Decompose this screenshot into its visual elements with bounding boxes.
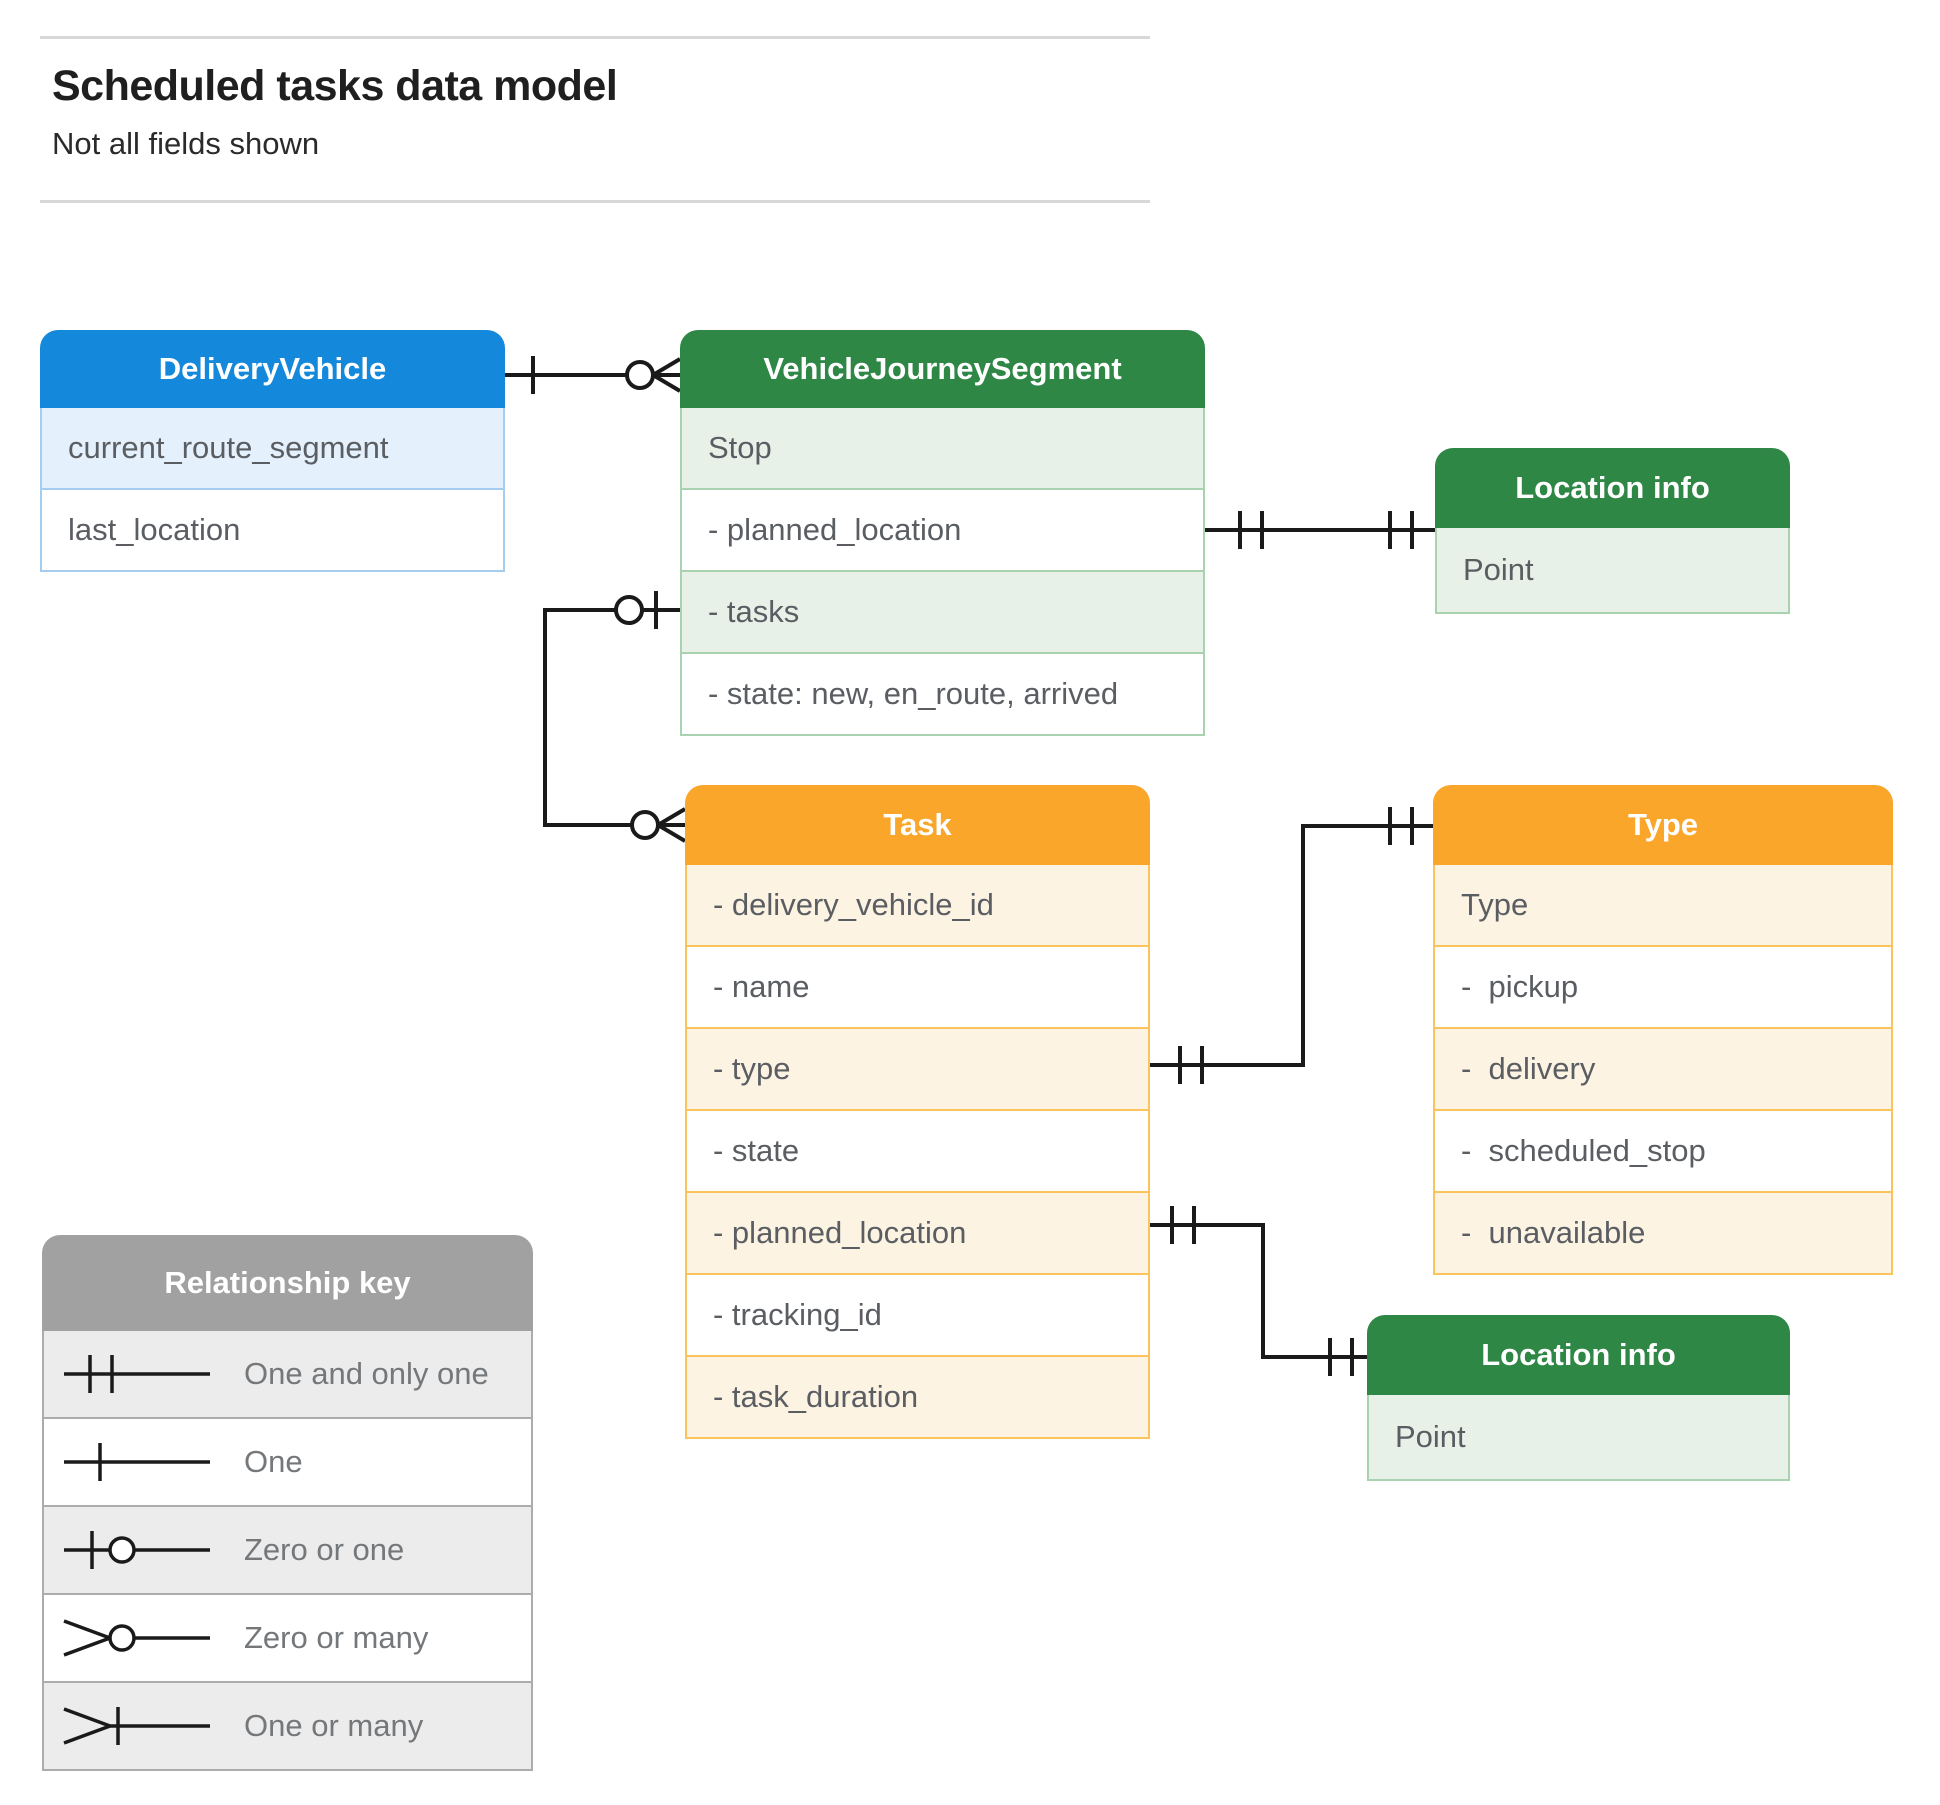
page-title: Scheduled tasks data model bbox=[52, 62, 618, 110]
zero-or-one-icon bbox=[64, 1531, 210, 1569]
legend-label: Zero or one bbox=[244, 1532, 405, 1567]
field-type: - type bbox=[687, 1027, 1148, 1109]
entity-type: Type Type - pickup - delivery - schedule… bbox=[1433, 785, 1893, 1275]
connector-task-locationinfo-bottom bbox=[1150, 1206, 1367, 1376]
connector-deliveryvehicle-vehiclejourneysegment bbox=[505, 356, 682, 394]
entity-location-info-bottom-title: Location info bbox=[1367, 1315, 1790, 1395]
field-current-route-segment: current_route_segment bbox=[42, 408, 503, 488]
separator-line-bottom bbox=[40, 200, 1150, 203]
connector-task-type bbox=[1150, 807, 1433, 1084]
connector-vjs-locationinfo-top bbox=[1205, 511, 1435, 549]
entity-delivery-vehicle: DeliveryVehicle current_route_segment la… bbox=[40, 330, 505, 572]
field-tracking-id: - tracking_id bbox=[687, 1273, 1148, 1355]
field-task-planned-location: - planned_location bbox=[687, 1191, 1148, 1273]
field-pickup: - pickup bbox=[1435, 945, 1891, 1027]
entity-delivery-vehicle-title: DeliveryVehicle bbox=[40, 330, 505, 408]
field-vjs-planned-location: - planned_location bbox=[682, 488, 1203, 570]
entity-location-info-top: Location info Point bbox=[1435, 448, 1790, 614]
legend-row-zero-or-many: Zero or many bbox=[44, 1593, 531, 1681]
one-icon bbox=[64, 1443, 210, 1481]
legend-row-one: One bbox=[44, 1417, 531, 1505]
relationship-key-title: Relationship key bbox=[42, 1235, 533, 1331]
entity-task-title: Task bbox=[685, 785, 1150, 865]
entity-location-info-bottom: Location info Point bbox=[1367, 1315, 1790, 1481]
entity-vehicle-journey-segment-title: VehicleJourneySegment bbox=[680, 330, 1205, 408]
field-point-top: Point bbox=[1437, 528, 1788, 612]
legend-row-zero-or-one: Zero or one bbox=[44, 1505, 531, 1593]
field-task-state: - state bbox=[687, 1109, 1148, 1191]
field-type-header: Type bbox=[1435, 865, 1891, 945]
field-stop: Stop bbox=[682, 408, 1203, 488]
field-point-bottom: Point bbox=[1369, 1395, 1788, 1479]
entity-location-info-top-title: Location info bbox=[1435, 448, 1790, 528]
connector-vjs-task bbox=[543, 591, 687, 843]
legend-row-one-or-many: One or many bbox=[44, 1681, 531, 1769]
legend-row-one-and-only-one: One and only one bbox=[44, 1331, 531, 1417]
legend-label: One bbox=[244, 1444, 303, 1479]
field-tasks: - tasks bbox=[682, 570, 1203, 652]
entity-type-title: Type bbox=[1433, 785, 1893, 865]
one-and-only-one-icon bbox=[64, 1355, 210, 1393]
field-unavailable: - unavailable bbox=[1435, 1191, 1891, 1273]
page-subtitle: Not all fields shown bbox=[52, 126, 320, 161]
legend-label: One and only one bbox=[244, 1356, 489, 1391]
field-name: - name bbox=[687, 945, 1148, 1027]
relationship-key-legend: Relationship key One and only one One Ze… bbox=[42, 1235, 533, 1771]
field-delivery-vehicle-id: - delivery_vehicle_id bbox=[687, 865, 1148, 945]
entity-task: Task - delivery_vehicle_id - name - type… bbox=[685, 785, 1150, 1439]
entity-vehicle-journey-segment: VehicleJourneySegment Stop - planned_loc… bbox=[680, 330, 1205, 736]
field-delivery: - delivery bbox=[1435, 1027, 1891, 1109]
zero-or-many-icon bbox=[63, 1619, 210, 1657]
separator-line-top bbox=[40, 36, 1150, 39]
one-or-many-icon bbox=[63, 1707, 210, 1745]
legend-label: Zero or many bbox=[244, 1620, 429, 1655]
field-task-duration: - task_duration bbox=[687, 1355, 1148, 1437]
field-scheduled-stop: - scheduled_stop bbox=[1435, 1109, 1891, 1191]
field-state: - state: new, en_route, arrived bbox=[682, 652, 1203, 734]
legend-label: One or many bbox=[244, 1708, 424, 1743]
field-last-location: last_location bbox=[42, 488, 503, 570]
